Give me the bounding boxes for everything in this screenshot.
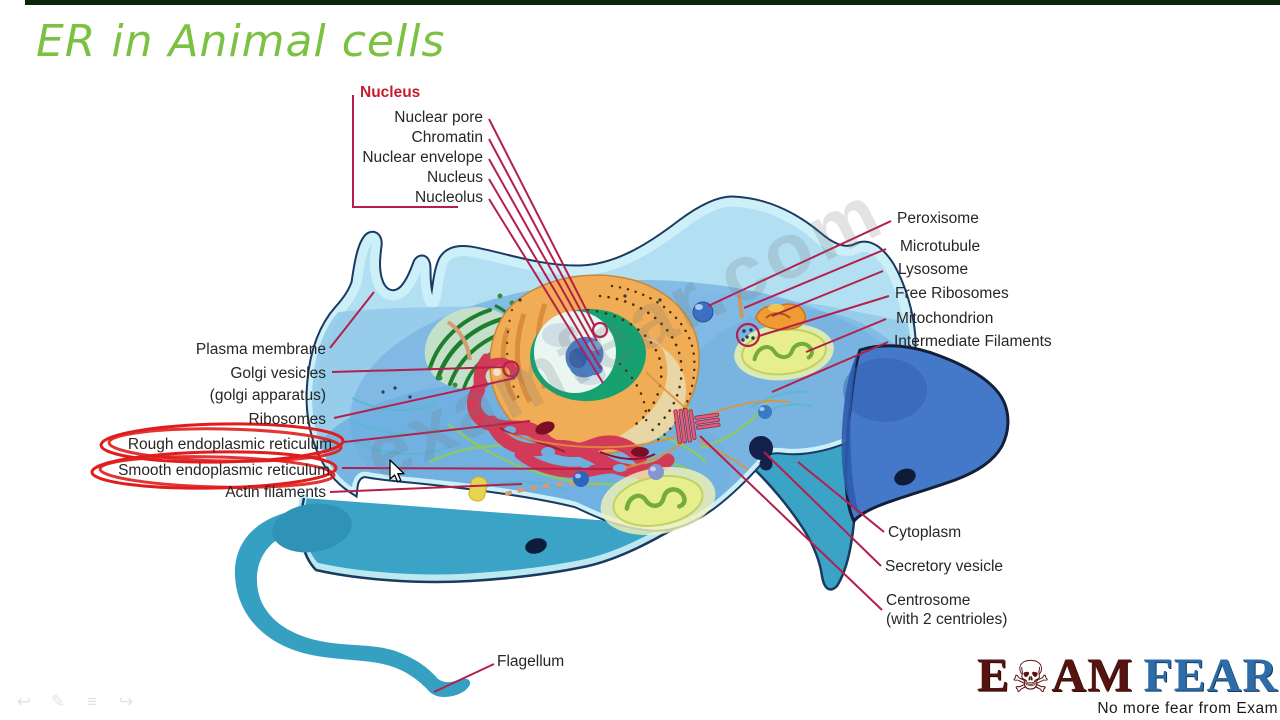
label-golgi-vesicles: Golgi vesicles (230, 365, 326, 382)
leader-lines (329, 95, 892, 693)
annotation-toolbar: ↩ ✎ ≡ ↪ (14, 692, 136, 712)
actin-filaments-graphic (349, 390, 813, 493)
label-intermediate-filaments: Intermediate Filaments (894, 333, 1052, 350)
centrosome-graphic (507, 293, 791, 471)
undo-arrow-icon[interactable]: ↩ (16, 692, 32, 711)
cytoplasm-cut-lobe (841, 344, 1010, 524)
free-ribosomes-graphic (381, 294, 755, 399)
label-secretory-vesicle: Secretory vesicle (885, 558, 1003, 575)
label-nuclear-pore: Nuclear pore (394, 109, 483, 126)
label-rough-er: Rough endoplasmic reticulum (128, 436, 332, 453)
logo-word-fear: FEAR (1143, 649, 1278, 702)
vesicles-graphic (573, 301, 772, 487)
lines-icon[interactable]: ≡ (87, 692, 97, 711)
cell-illustration (234, 195, 1010, 697)
label-mitochondrion: Mitochondrion (896, 310, 993, 327)
label-free-ribosomes: Free Ribosomes (895, 285, 1009, 302)
label-peroxisome: Peroxisome (897, 210, 979, 227)
label-flagellum: Flagellum (497, 653, 564, 670)
top-accent-bar (25, 0, 1280, 5)
redo-arrow-icon[interactable]: ↪ (118, 692, 134, 711)
free-ribosomes-marker (735, 322, 761, 348)
logo-tagline: No more fear from Exam (1097, 700, 1278, 717)
teacher-annotation-circles (90, 422, 345, 490)
vesicle-dark-spot (525, 538, 547, 554)
endoplasmic-reticulum-graphic (467, 353, 675, 488)
logo-letter-e: E (976, 649, 1010, 702)
nuclear-pore-marker (591, 321, 609, 339)
label-microtubule: Microtubule (900, 238, 980, 255)
label-nuclear-envelope: Nuclear envelope (362, 149, 483, 166)
examfear-logo: E ☠ AM FEAR No more fear from Exam (918, 644, 1278, 718)
flagellum-graphic (234, 503, 471, 697)
label-lysosome: Lysosome (898, 261, 968, 278)
skull-crossbones-icon: ☠ (1010, 653, 1051, 702)
label-plasma-membrane: Plasma membrane (196, 341, 326, 358)
label-cytoplasm: Cytoplasm (888, 524, 961, 541)
label-ribosomes: Ribosomes (248, 411, 326, 428)
label-smooth-er: Smooth endoplasmic reticulum (118, 462, 330, 479)
vacuole-graphic (468, 476, 488, 502)
ribosomes-marker (502, 360, 520, 378)
pen-icon[interactable]: ✎ (50, 692, 66, 711)
label-nucleus-header: Nucleus (360, 84, 420, 101)
mouse-cursor (389, 459, 405, 483)
label-nucleus: Nucleus (427, 169, 483, 186)
label-chromatin: Chromatin (412, 129, 484, 146)
lysosome-graphic (755, 303, 806, 331)
label-nucleolus: Nucleolus (415, 189, 483, 206)
logo-letters-am: AM (1051, 649, 1134, 702)
label-golgi-apparatus: (golgi apparatus) (210, 387, 326, 404)
label-actin-filaments: Actin filaments (225, 484, 326, 501)
label-centrosome: Centrosome (886, 592, 970, 609)
page-title: ER in Animal cells (36, 16, 446, 67)
diagram-labels: Nucleus Nuclear pore Chromatin Nuclear e… (118, 84, 1052, 670)
label-centrosome-sub: (with 2 centrioles) (886, 611, 1007, 628)
